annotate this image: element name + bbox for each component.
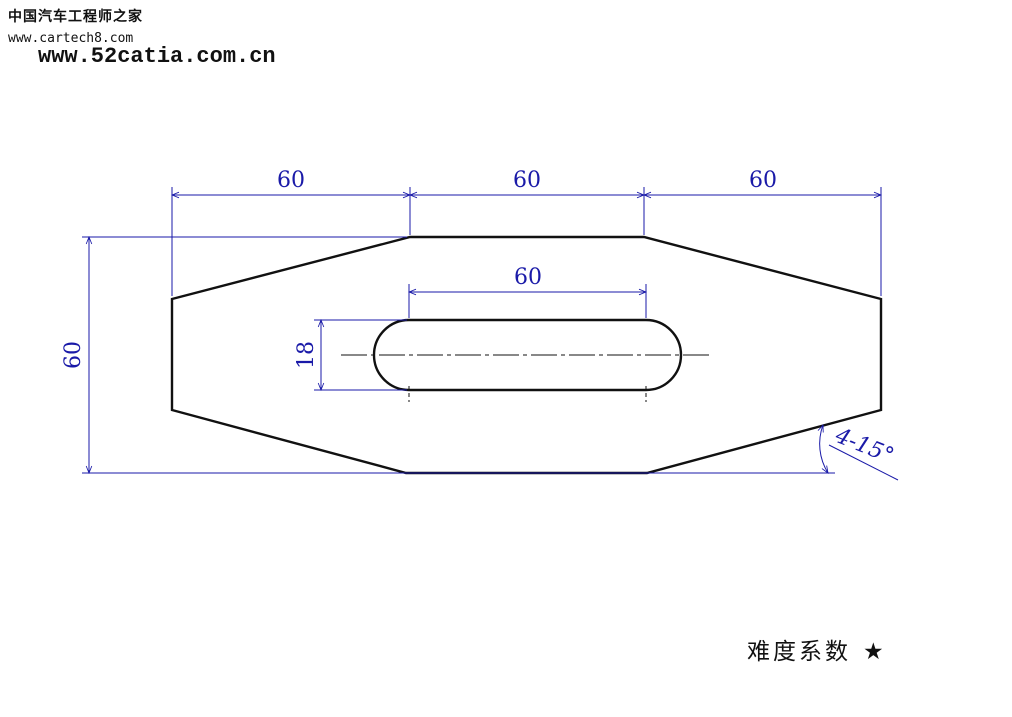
watermark-url-large: www.52catia.com.cn [38, 44, 276, 69]
difficulty-rating: 难度系数 ★ [747, 632, 884, 666]
dim-text-slot-width: 18 [294, 341, 319, 369]
part-outline [170, 235, 883, 475]
watermark-site-name: 中国汽车工程师之家 [8, 9, 143, 25]
height-extension-lines [82, 236, 835, 474]
dim-text-slot-length: 60 [514, 265, 542, 290]
dim-text-top-right: 60 [749, 168, 777, 193]
dim-text-overall-height: 60 [61, 341, 86, 369]
slot-width-extension-lines [314, 319, 407, 391]
dim-text-top-left: 60 [277, 168, 305, 193]
difficulty-star-icon: ★ [863, 639, 884, 665]
dim-text-top-middle: 60 [513, 168, 541, 193]
chamfer-angle-leader [828, 444, 899, 481]
watermark-url-small: www.cartech8.com [8, 31, 134, 46]
difficulty-label: 难度系数 [747, 639, 851, 665]
chamfer-angle-arc [820, 425, 828, 473]
